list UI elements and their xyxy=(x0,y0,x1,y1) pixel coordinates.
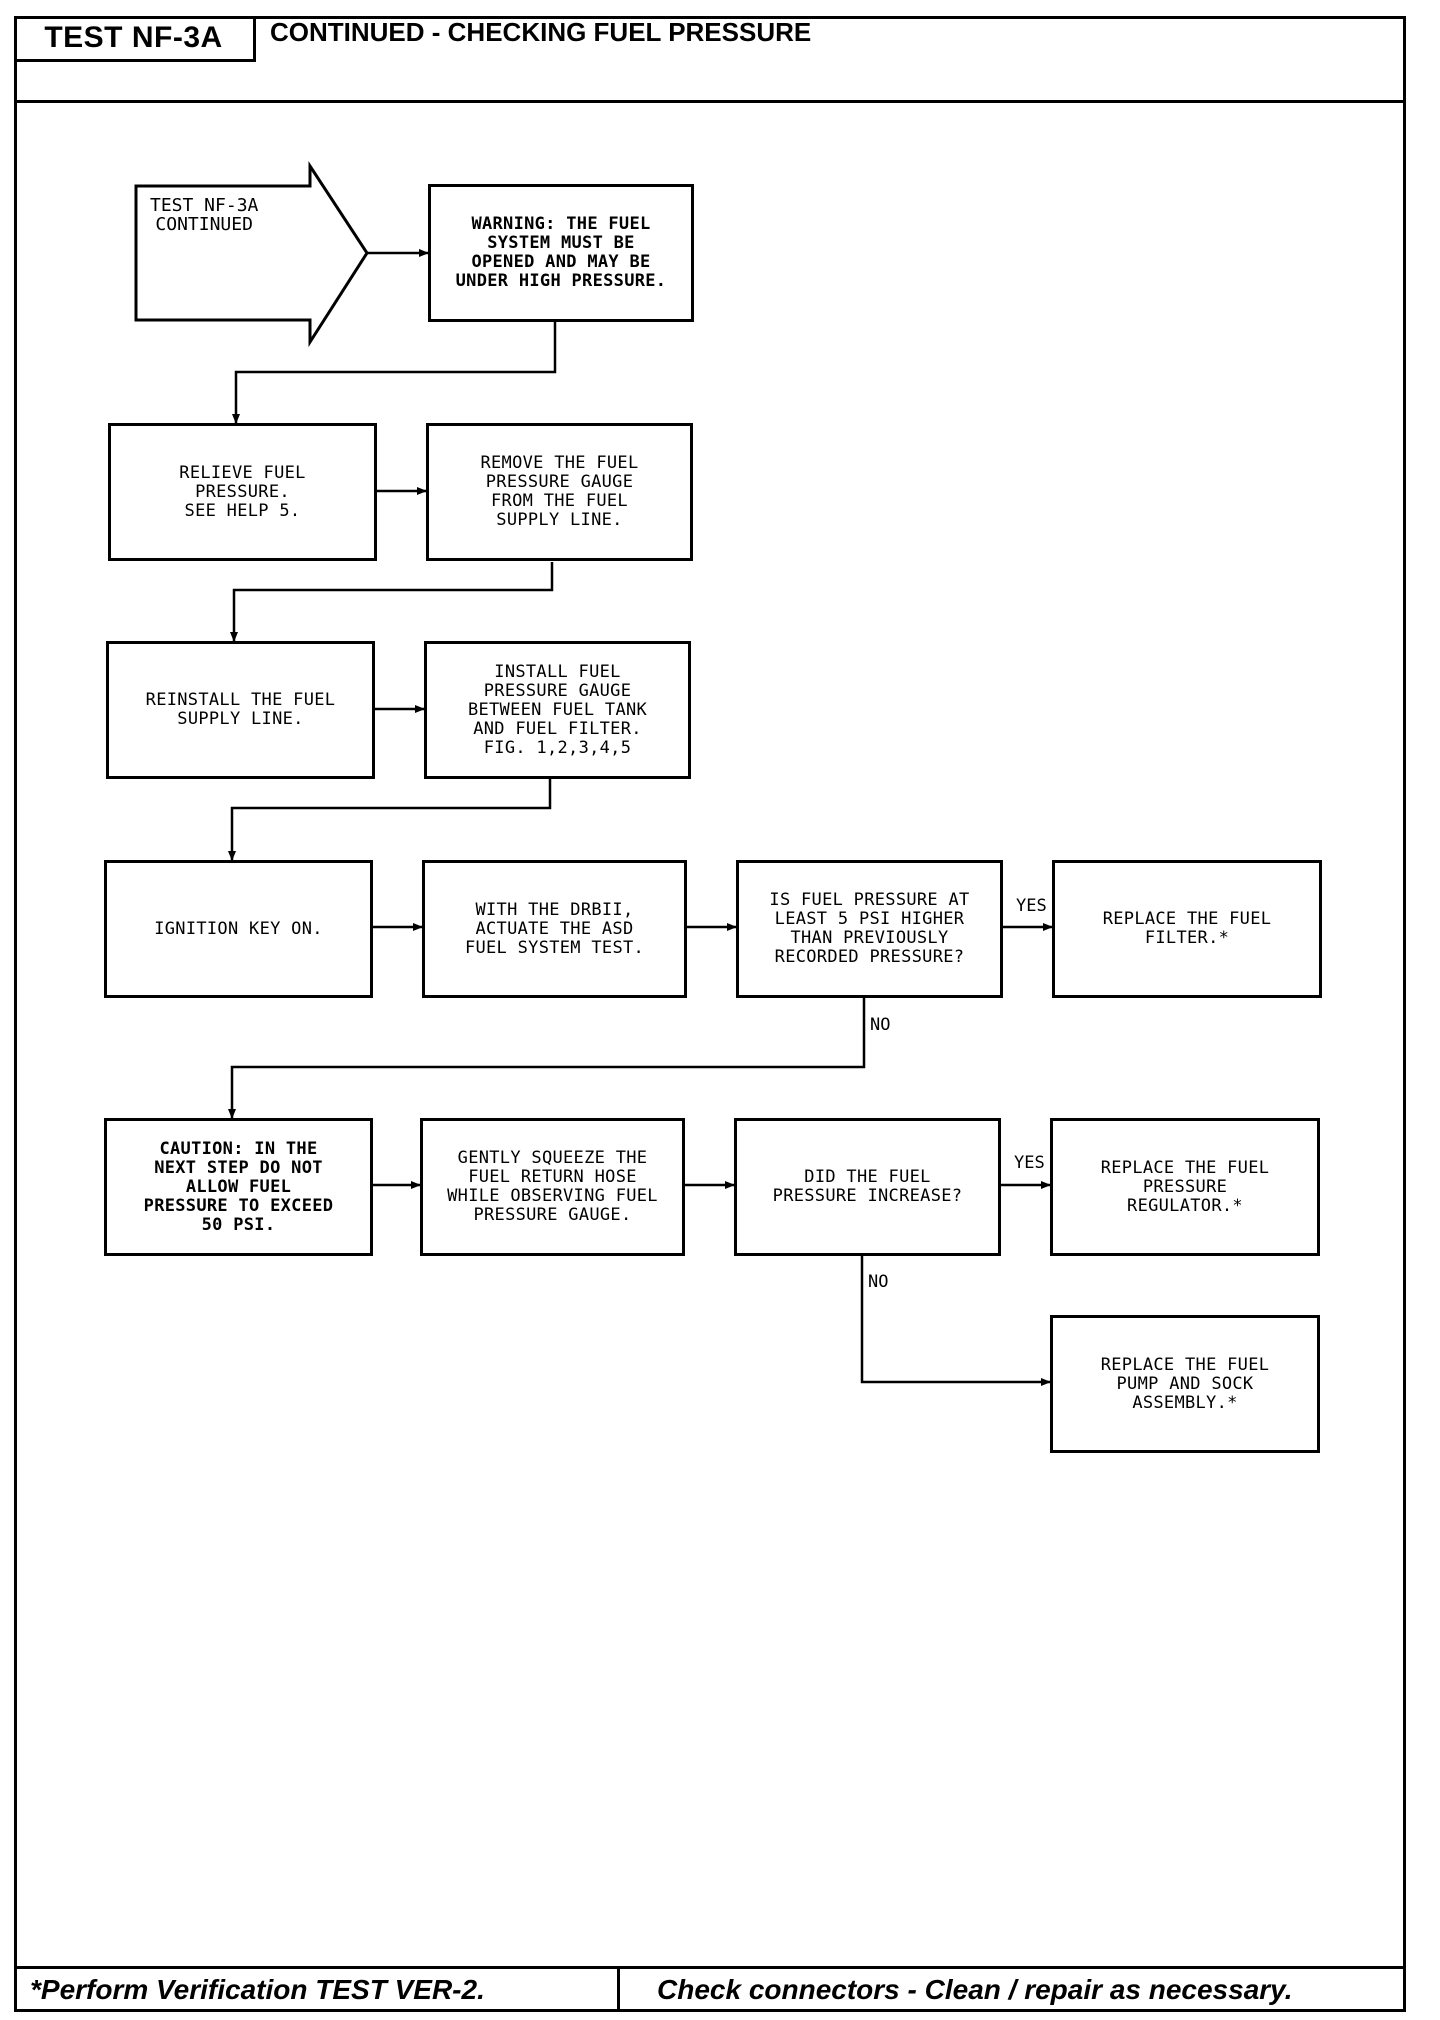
remove-gauge-box: REMOVE THE FUEL PRESSURE GAUGE FROM THE … xyxy=(426,423,693,561)
start-arrow-label: TEST NF-3A CONTINUED xyxy=(150,195,259,235)
replace-pump-box: REPLACE THE FUEL PUMP AND SOCK ASSEMBLY.… xyxy=(1050,1315,1320,1453)
connector-warning-relieve xyxy=(232,322,557,424)
footer-verification-note: *Perform Verification TEST VER-2. xyxy=(30,1974,485,2005)
replace-filter-box: REPLACE THE FUEL FILTER.* xyxy=(1052,860,1322,998)
connector-decision2-pump xyxy=(860,1256,1051,1386)
yes-label-2: YES xyxy=(1014,1153,1045,1173)
header-divider xyxy=(14,100,1406,103)
footer-connectors-note: Check connectors - Clean / repair as nec… xyxy=(657,1974,1293,2005)
test-id-tab: TEST NF-3A xyxy=(14,16,256,62)
no-label-2: NO xyxy=(868,1272,889,1292)
yes-label-1: YES xyxy=(1016,896,1047,916)
replace-regulator-box: REPLACE THE FUEL PRESSURE REGULATOR.* xyxy=(1050,1118,1320,1256)
footer-column-divider xyxy=(617,1966,620,2012)
start-arrow-shape xyxy=(134,160,369,348)
install-gauge-box: INSTALL FUEL PRESSURE GAUGE BETWEEN FUEL… xyxy=(424,641,691,779)
page-frame xyxy=(14,16,1406,2012)
reinstall-supply-line-box: REINSTALL THE FUEL SUPPLY LINE. xyxy=(106,641,375,779)
decision-pressure-increase-box: DID THE FUEL PRESSURE INCREASE? xyxy=(734,1118,1001,1256)
warning-box: WARNING: THE FUEL SYSTEM MUST BE OPENED … xyxy=(428,184,694,322)
relieve-pressure-box: RELIEVE FUEL PRESSURE. SEE HELP 5. xyxy=(108,423,377,561)
footer-divider xyxy=(14,1966,1406,1969)
connector-decision1-caution xyxy=(228,997,866,1119)
connector-install-ignition xyxy=(228,778,552,861)
page-title: CONTINUED - CHECKING FUEL PRESSURE xyxy=(270,17,812,47)
connector-remove-reinstall xyxy=(230,562,554,642)
squeeze-hose-box: GENTLY SQUEEZE THE FUEL RETURN HOSE WHIL… xyxy=(420,1118,685,1256)
ignition-key-box: IGNITION KEY ON. xyxy=(104,860,373,998)
drbii-test-box: WITH THE DRBII, ACTUATE THE ASD FUEL SYS… xyxy=(422,860,687,998)
no-label-1: NO xyxy=(870,1015,891,1035)
decision-pressure-higher-box: IS FUEL PRESSURE AT LEAST 5 PSI HIGHER T… xyxy=(736,860,1003,998)
caution-box: CAUTION: IN THE NEXT STEP DO NOT ALLOW F… xyxy=(104,1118,373,1256)
